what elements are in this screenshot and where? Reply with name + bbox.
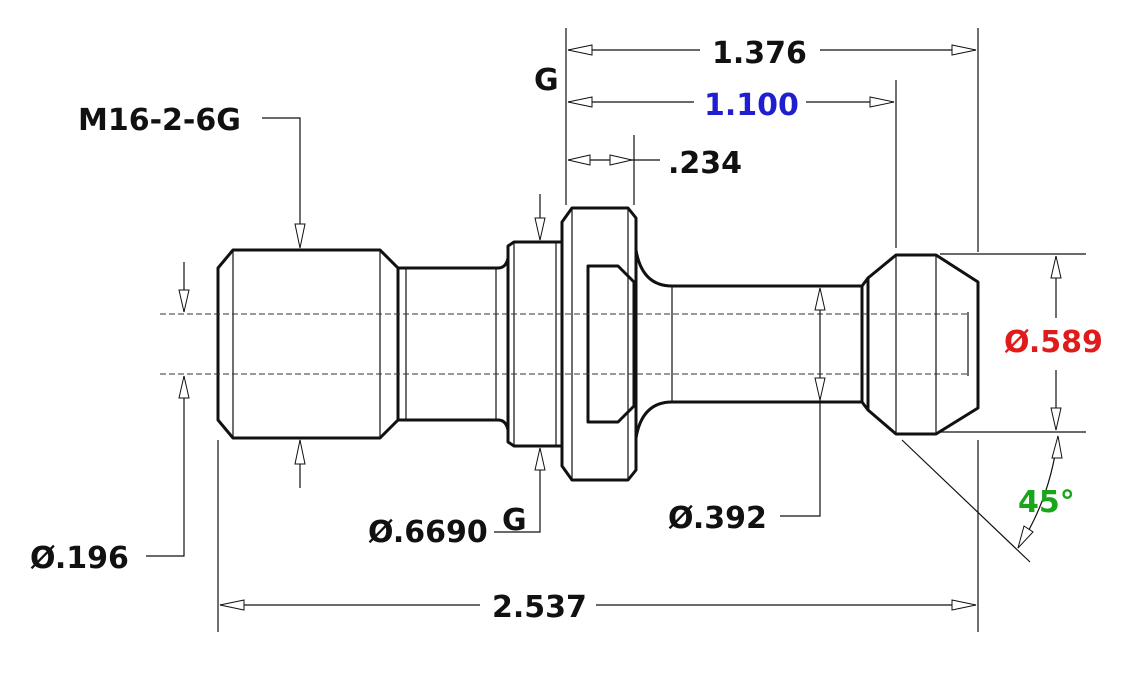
fillet-transition [634, 249, 673, 439]
datum-g-bottom-label: G [502, 503, 527, 538]
part-outline [216, 206, 980, 482]
flange-groove [586, 264, 636, 424]
dimension-labels: M16-2-6G G 1.376 1.100 .234 Ø.589 45° Ø.… [30, 36, 1103, 625]
thread-spec-label: M16-2-6G [78, 103, 241, 138]
head [866, 253, 980, 436]
flange-width-label: .234 [668, 146, 742, 181]
head-diameter-label: Ø.589 [1004, 325, 1103, 360]
length-1376-label: 1.376 [712, 36, 807, 71]
datum-g-top-label: G [534, 63, 559, 98]
angle-label: 45° [1018, 485, 1075, 520]
flange-diameter-label: Ø.6690 [368, 515, 488, 550]
length-total-label: 2.537 [492, 590, 587, 625]
collar [506, 240, 564, 448]
neck-1 [398, 246, 510, 442]
bore-diameter-label: Ø.196 [30, 541, 129, 576]
bore-lines [160, 313, 970, 375]
extension-lines [217, 28, 1086, 632]
flange [560, 206, 638, 482]
dimension-lines [146, 44, 1063, 611]
thread-body [216, 248, 400, 440]
shank [672, 284, 864, 404]
shank-diameter-label: Ø.392 [668, 501, 767, 536]
length-1100-label: 1.100 [704, 88, 799, 123]
